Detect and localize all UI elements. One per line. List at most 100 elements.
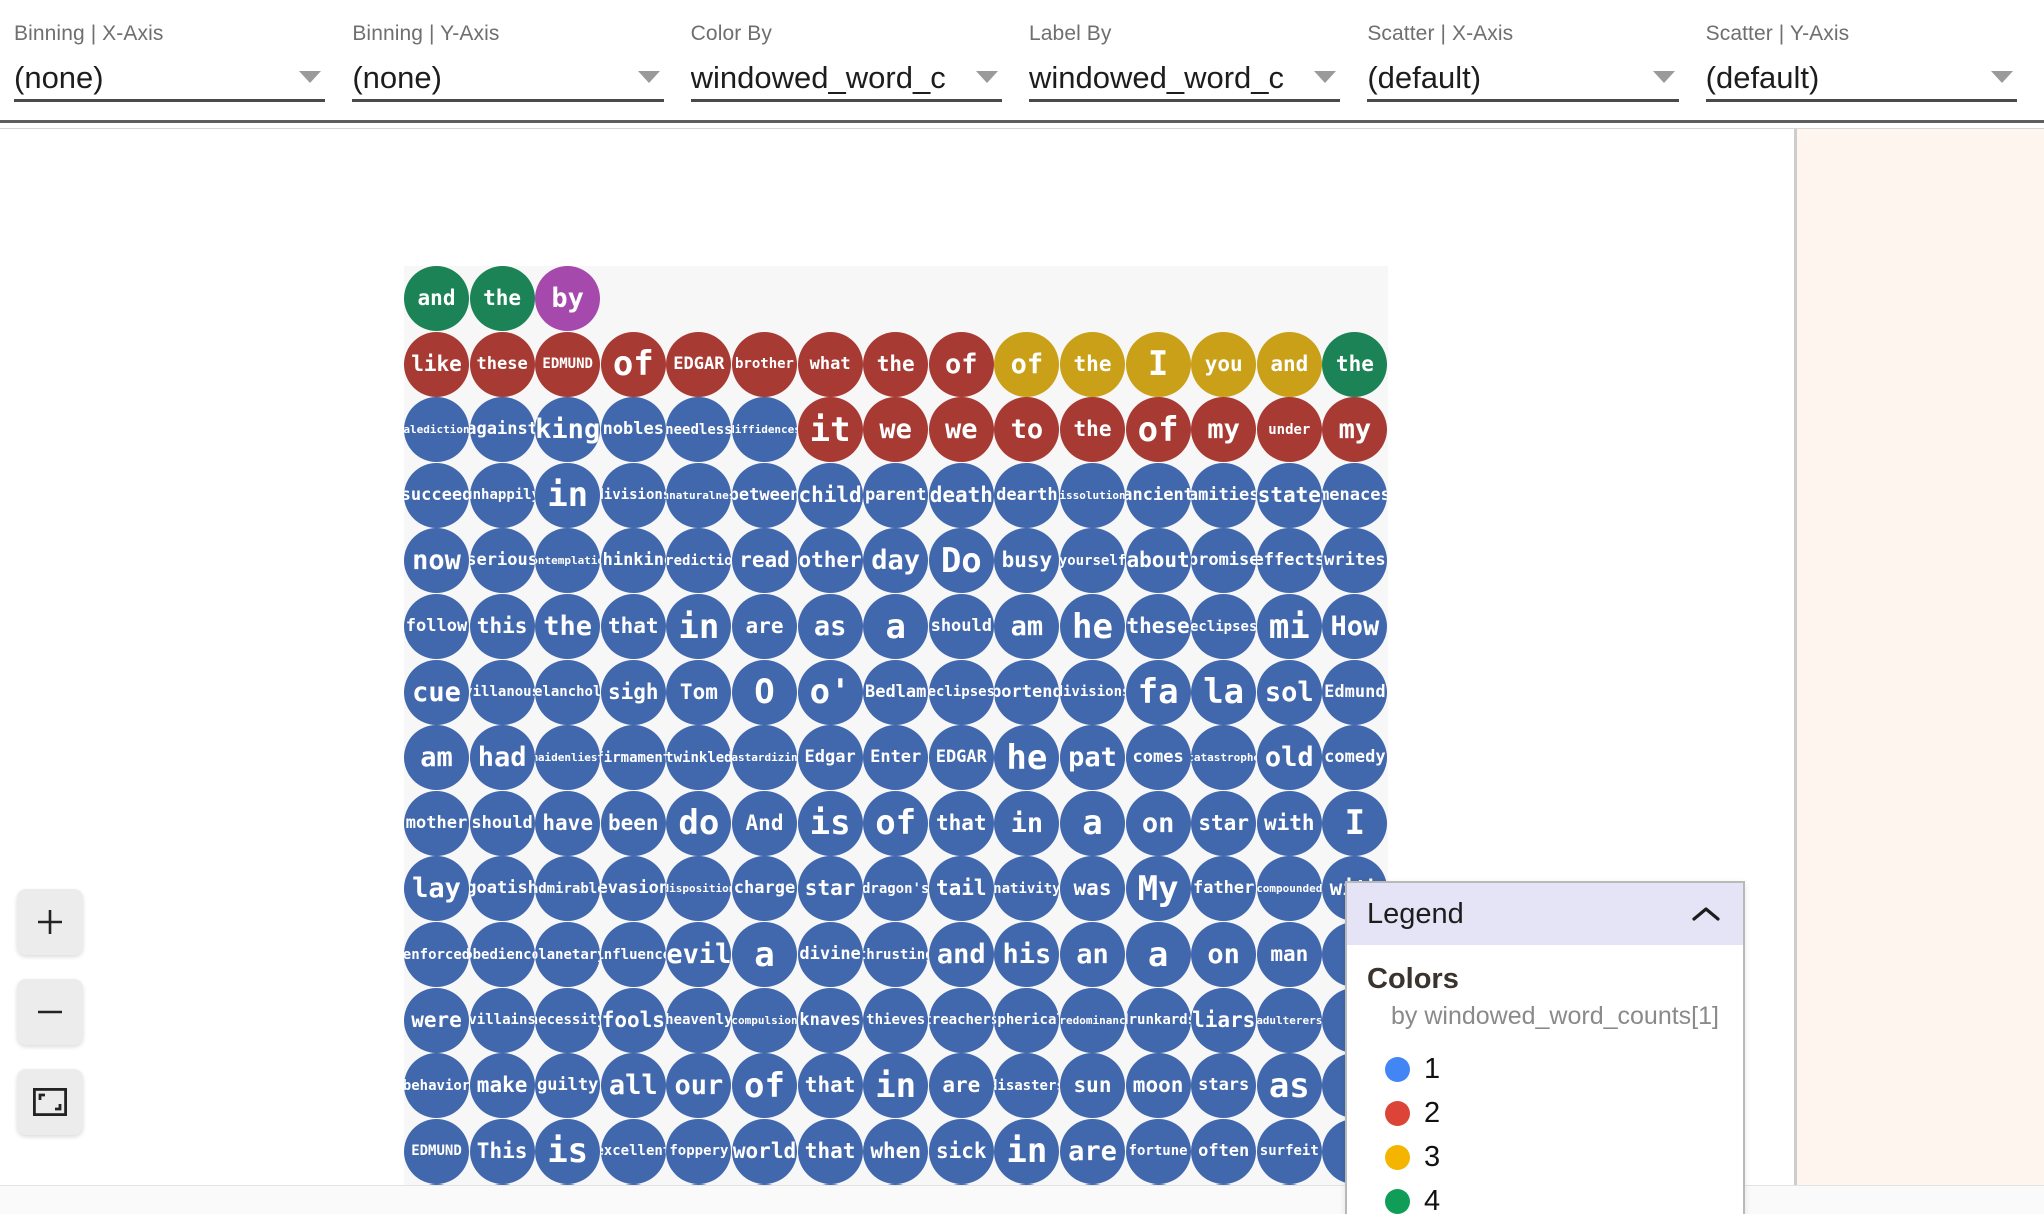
scatter-point[interactable]: as: [797, 594, 863, 659]
scatter-point[interactable]: compounded: [1256, 856, 1322, 922]
scatter-point[interactable]: our: [666, 1053, 732, 1119]
scatter-point[interactable]: my: [1191, 397, 1257, 463]
scatter-point[interactable]: and: [404, 266, 469, 331]
scatter-point[interactable]: guilty: [535, 1053, 601, 1119]
scatter-point[interactable]: lay: [404, 856, 469, 922]
scatter-point[interactable]: yourself: [1060, 528, 1125, 594]
scatter-point[interactable]: old: [1256, 725, 1322, 791]
scatter-point[interactable]: behavior: [404, 1053, 469, 1119]
scatter-point[interactable]: day: [863, 528, 929, 594]
zoom-in-button[interactable]: [17, 889, 83, 955]
scatter-point[interactable]: evasion: [600, 856, 666, 922]
scatter-point[interactable]: am: [404, 725, 469, 791]
scatter-point[interactable]: divine: [797, 922, 863, 987]
scatter-point[interactable]: promise: [1191, 528, 1257, 594]
chevron-down-icon[interactable]: [975, 70, 998, 83]
scatter-point[interactable]: of: [928, 331, 994, 397]
scatter-point[interactable]: I: [1125, 331, 1191, 397]
scatter-point[interactable]: predominance: [1060, 987, 1125, 1053]
scatter-point[interactable]: compulsion: [732, 987, 797, 1053]
scatter-point[interactable]: pat: [1060, 725, 1125, 791]
scatter-point[interactable]: of: [732, 1053, 797, 1119]
scatter-point[interactable]: menaces: [1322, 462, 1388, 528]
scatter-point[interactable]: thieves: [863, 987, 929, 1053]
scatter-point[interactable]: foppery: [666, 1118, 732, 1184]
color-by-field[interactable]: Color By windowed_word_c: [690, 0, 1002, 102]
scatter-point[interactable]: true: [732, 1184, 797, 1185]
scatter-point[interactable]: succeed: [404, 462, 469, 528]
scatter-point[interactable]: o': [797, 659, 863, 725]
scatter-point[interactable]: melancholy: [535, 659, 601, 725]
scatter-point[interactable]: Edmund: [1322, 659, 1388, 725]
scatter-point[interactable]: villains: [469, 987, 535, 1053]
scatter-point[interactable]: stars: [1191, 1053, 1257, 1119]
scatter-point[interactable]: cue: [404, 659, 469, 725]
scatter-point[interactable]: excellent: [600, 1118, 666, 1184]
scatter-point[interactable]: heavenly: [666, 987, 732, 1053]
scatter-point[interactable]: a: [1060, 790, 1125, 856]
scatter-point[interactable]: mother: [404, 790, 469, 856]
scatter-point[interactable]: unnaturalness: [666, 462, 732, 528]
binning-y-axis-field[interactable]: Binning | Y-Axis (none): [352, 0, 664, 102]
scatter-point[interactable]: serious: [469, 528, 535, 594]
scatter-point[interactable]: Tom: [666, 659, 732, 725]
chevron-down-icon[interactable]: [637, 70, 660, 83]
scatter-point[interactable]: do: [469, 1184, 535, 1185]
chevron-down-icon[interactable]: [1314, 70, 1337, 83]
scatter-point[interactable]: and: [928, 922, 994, 987]
scatter-point[interactable]: writes: [1322, 528, 1388, 594]
scatter-point[interactable]: what: [797, 331, 863, 397]
scatter-point[interactable]: EDGAR: [666, 331, 732, 397]
scatter-point[interactable]: nobles: [600, 397, 666, 463]
label-by-select[interactable]: windowed_word_c: [1028, 56, 1341, 102]
scatter-point[interactable]: EDGAR: [928, 725, 994, 791]
scatter-point[interactable]: that: [928, 790, 994, 856]
scatter-point[interactable]: all: [600, 1053, 666, 1119]
scatter-point[interactable]: in: [994, 790, 1060, 856]
legend-item[interactable]: 2: [1385, 1091, 1723, 1135]
scatter-point[interactable]: in: [666, 594, 732, 659]
scatter-point[interactable]: My: [1125, 856, 1191, 922]
scatter-point[interactable]: sigh: [600, 659, 666, 725]
scatter-point[interactable]: unhappily: [469, 462, 535, 528]
scatter-point[interactable]: diffidences: [732, 397, 797, 463]
legend-header[interactable]: Legend: [1347, 883, 1743, 945]
binning-y-axis-select[interactable]: (none): [352, 56, 664, 102]
scatter-point[interactable]: offence: [994, 1184, 1060, 1185]
scatter-point[interactable]: ancient: [1125, 462, 1191, 528]
scatter-point[interactable]: by: [535, 266, 601, 331]
scatter-point[interactable]: were: [404, 987, 469, 1053]
scatter-point[interactable]: maledictions: [404, 397, 469, 463]
scatter-point[interactable]: the: [1060, 397, 1125, 463]
scatter-point[interactable]: child: [797, 462, 863, 528]
scatter-point[interactable]: treachers: [928, 987, 994, 1053]
scatter-point[interactable]: knaves: [797, 987, 863, 1053]
scatter-point[interactable]: EDMUND: [404, 1118, 469, 1184]
chevron-up-icon[interactable]: [1691, 905, 1721, 923]
scatter-point[interactable]: of: [863, 790, 929, 856]
legend-panel[interactable]: Legend Colors by windowed_word_counts[1]…: [1345, 881, 1745, 1214]
scatter-point[interactable]: king: [535, 397, 601, 463]
scatter-point[interactable]: amities: [1191, 462, 1257, 528]
scatter-point[interactable]: do: [666, 790, 732, 856]
scatter-point[interactable]: fools: [600, 987, 666, 1053]
scatter-point[interactable]: in: [535, 462, 601, 528]
scatter-point[interactable]: an: [1060, 922, 1125, 987]
scatter-point[interactable]: firmament: [600, 725, 666, 791]
scatter-point[interactable]: parent: [863, 462, 929, 528]
scatter-point[interactable]: planetary: [535, 922, 601, 987]
scatter-point[interactable]: fa: [1125, 659, 1191, 725]
scatter-point[interactable]: on: [1191, 922, 1257, 987]
scatter-point[interactable]: bastardizing: [732, 725, 797, 791]
scatter-point[interactable]: these: [1125, 594, 1191, 659]
scatter-point[interactable]: should: [469, 790, 535, 856]
scatter-point[interactable]: eclipses: [928, 659, 994, 725]
scatter-point[interactable]: brother: [732, 331, 797, 397]
scatter-point[interactable]: when: [863, 1118, 929, 1184]
scatter-point[interactable]: effects: [1256, 528, 1322, 594]
scatter-point[interactable]: a: [1125, 922, 1191, 987]
scatter-point[interactable]: a: [732, 922, 797, 987]
scatter-point[interactable]: this: [469, 594, 535, 659]
scatter-point[interactable]: to: [994, 397, 1060, 463]
